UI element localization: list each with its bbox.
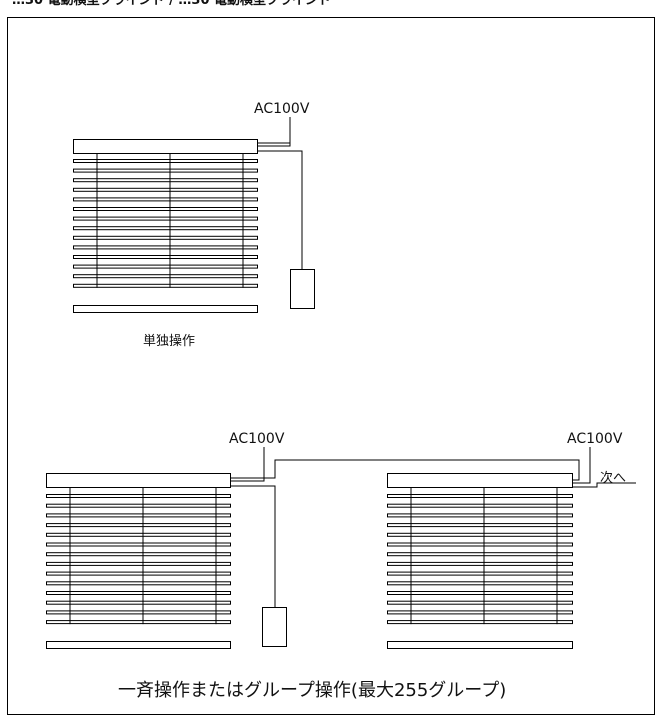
slat: [73, 207, 258, 211]
group-controller-box: [262, 607, 287, 647]
slat: [73, 168, 258, 173]
slat: [387, 523, 573, 528]
slat: [46, 552, 231, 557]
slat: [46, 620, 231, 625]
head-rail: [73, 139, 258, 154]
slat: [73, 216, 258, 221]
bottom-rail: [73, 305, 258, 313]
slat: [73, 264, 258, 269]
group-next-label: 次へ: [600, 470, 626, 486]
slat: [73, 178, 258, 183]
slat: [73, 197, 258, 202]
slat: [46, 532, 231, 537]
slat: [46, 503, 231, 508]
slat: [73, 274, 258, 279]
slat: [387, 532, 573, 537]
slat: [387, 600, 573, 605]
group-power-wire-right: [572, 447, 636, 488]
slat: [46, 523, 231, 528]
slat: [73, 283, 258, 288]
slat: [387, 561, 573, 566]
slat: [387, 503, 573, 508]
slat: [46, 610, 231, 615]
outer-frame: [7, 17, 655, 715]
slat: [46, 513, 231, 518]
slat: [46, 581, 231, 586]
slat: [73, 159, 258, 163]
head-rail: [387, 473, 573, 488]
slat: [387, 620, 573, 625]
single-controller-box: [290, 269, 315, 309]
slat: [73, 235, 258, 240]
single-controller-wire: [257, 150, 303, 269]
slat: [387, 494, 573, 498]
slat: [387, 581, 573, 586]
bottom-rail: [46, 641, 231, 649]
slat: [73, 245, 258, 250]
slat: [387, 542, 573, 547]
slat: [46, 591, 231, 595]
slat: [387, 571, 573, 576]
slat: [387, 552, 573, 557]
blind-group-left: [46, 473, 231, 649]
slat: [73, 187, 258, 192]
single-power-wire: [257, 117, 291, 147]
slat: [387, 610, 573, 615]
bottom-rail: [387, 641, 573, 649]
group-power-wire-left: [230, 447, 580, 482]
header-title: …30 電動横型ブラインド / …30 電動横型ブラインド: [12, 0, 331, 8]
slat: [46, 571, 231, 576]
slat: [387, 591, 573, 595]
slat: [46, 494, 231, 498]
blind-group-right: [387, 473, 573, 649]
blind-single: [73, 139, 258, 313]
slat: [387, 513, 573, 518]
head-rail: [46, 473, 231, 488]
slat: [73, 226, 258, 231]
slat: [46, 600, 231, 605]
single-power-label: AC100V: [254, 101, 310, 117]
group-caption: 一斉操作またはグループ操作(最大255グループ): [118, 680, 506, 701]
slat: [73, 255, 258, 259]
slat: [46, 561, 231, 566]
group-power-label-right: AC100V: [567, 431, 623, 447]
group-power-label-left: AC100V: [229, 431, 285, 447]
slat: [46, 542, 231, 547]
group-controller-wire: [230, 485, 276, 607]
single-caption: 単独操作: [143, 333, 195, 349]
